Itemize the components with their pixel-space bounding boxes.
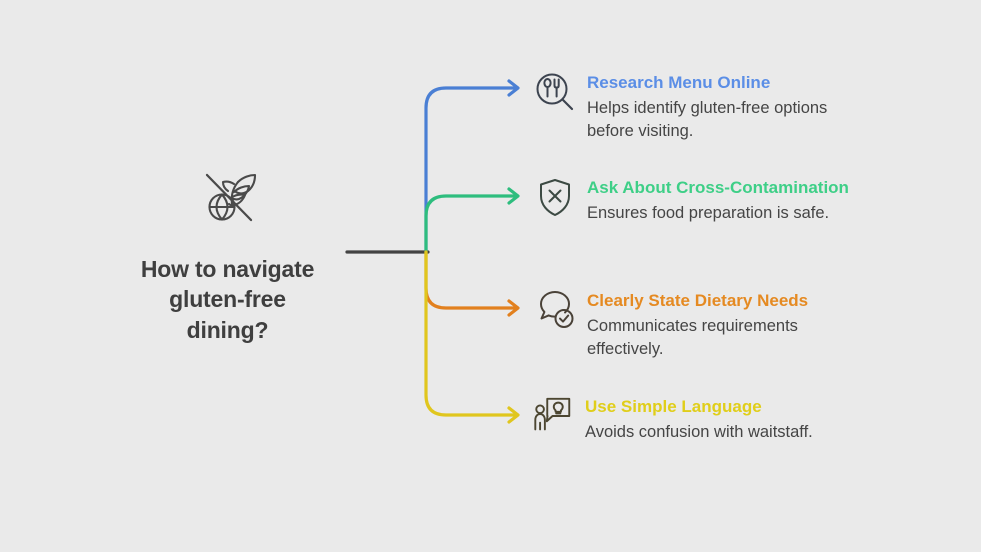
- arrow-right-icon-2: [507, 299, 520, 317]
- connector-branch-1: [424, 194, 518, 254]
- branch-item-use-simple-language[interactable]: Use Simple Language Avoids confusion wit…: [531, 394, 861, 444]
- branch-description: Avoids confusion with waitstaff.: [585, 422, 813, 441]
- arrow-right-icon-0: [507, 79, 520, 97]
- speech-bubble-check-icon: [533, 288, 577, 332]
- connector-branch-0: [424, 86, 518, 254]
- connector-branch-2: [424, 250, 518, 310]
- branch-text-block: Research Menu Online Helps identify glut…: [587, 70, 863, 144]
- gluten-free-wheat-crossed-icon: [190, 160, 266, 236]
- shield-x-icon: [533, 175, 577, 219]
- branch-description: Ensures food preparation is safe.: [587, 203, 830, 222]
- branch-item-research-menu-online[interactable]: Research Menu Online Helps identify glut…: [533, 70, 863, 144]
- branch-item-clearly-state-dietary-needs[interactable]: Clearly State Dietary Needs Communicates…: [533, 288, 863, 362]
- branch-description: Helps identify gluten-free options befor…: [587, 98, 828, 141]
- person-speech-lightbulb-icon: [531, 394, 575, 438]
- arrow-right-icon-3: [507, 406, 520, 424]
- branch-text-block: Use Simple Language Avoids confusion wit…: [585, 394, 861, 444]
- branch-title: Ask About Cross-Contamination: [587, 178, 849, 197]
- branch-text-block: Clearly State Dietary Needs Communicates…: [587, 288, 863, 362]
- branch-title: Use Simple Language: [585, 397, 762, 416]
- root-node: How to navigate gluten-free dining?: [110, 160, 345, 345]
- root-title-line-1: How to navigate: [140, 256, 315, 282]
- branch-description: Communicates requirements effectively.: [587, 316, 798, 359]
- magnifier-fork-spoon-icon: [533, 70, 577, 114]
- arrow-right-icon-1: [507, 187, 520, 205]
- connector-branch-3: [424, 250, 518, 417]
- root-title-line-3: dining?: [186, 316, 269, 343]
- root-title-line-2: gluten-free: [169, 286, 286, 313]
- root-title: How to navigate gluten-free dining?: [140, 254, 315, 345]
- branch-item-ask-about-cross-contamination[interactable]: Ask About Cross-Contamination Ensures fo…: [533, 175, 863, 225]
- branch-title: Clearly State Dietary Needs: [587, 291, 809, 310]
- branch-title: Research Menu Online: [587, 73, 771, 92]
- branch-text-block: Ask About Cross-Contamination Ensures fo…: [587, 175, 863, 225]
